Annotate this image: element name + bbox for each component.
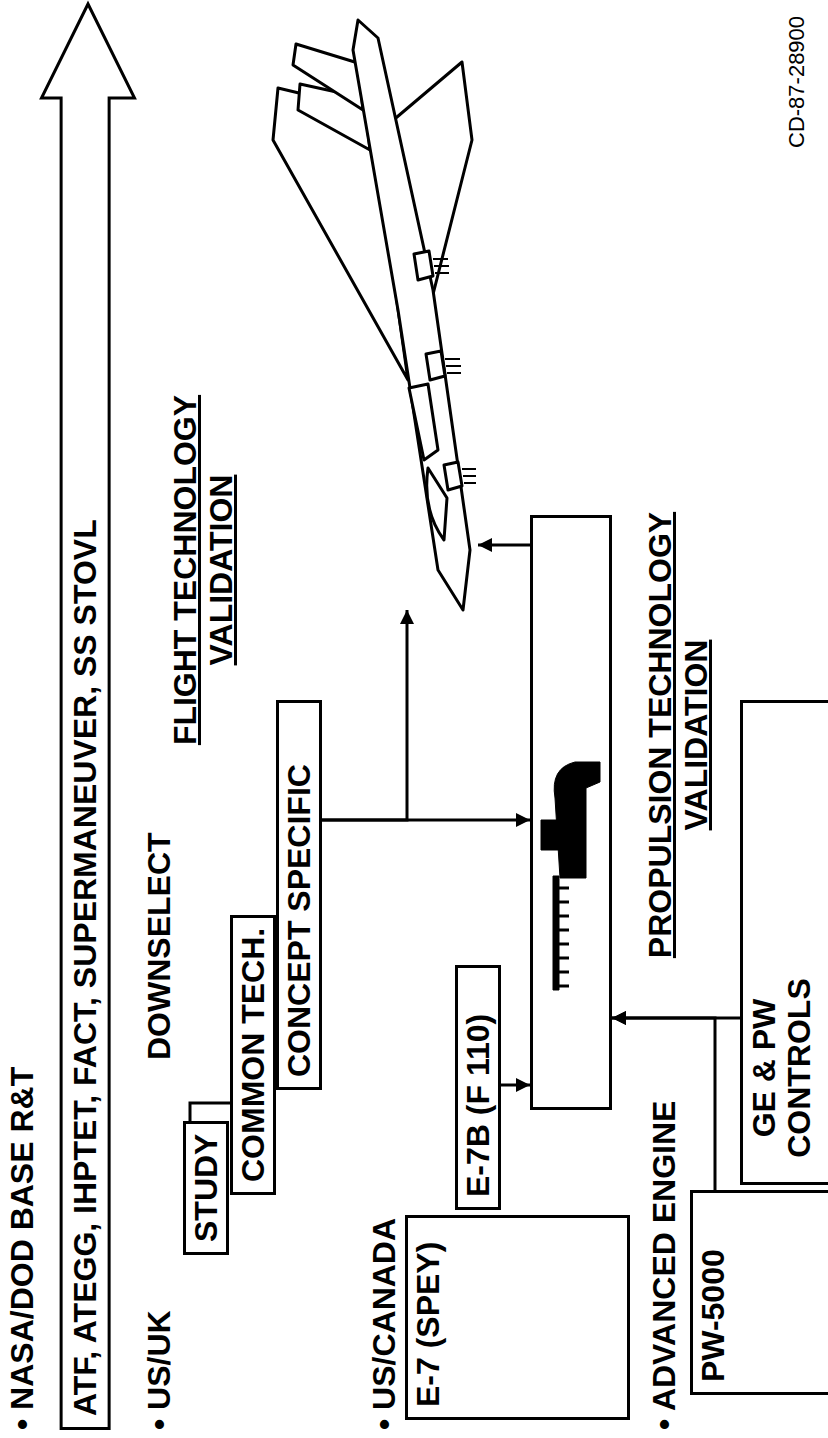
band-text: ATF, ATEGG, IHPTET, FACT, SUPERMANEUVER,… <box>69 519 101 1416</box>
box-label: E-7 (SPEY) <box>412 1242 444 1407</box>
process-box: CONCEPT SPECIFIC <box>276 700 322 1090</box>
fuselage <box>353 20 470 610</box>
engine-body <box>554 762 600 878</box>
propulsion-rig: PROPULSION TECHNOLOGY VALIDATION <box>530 515 612 1110</box>
lift-nozzle <box>444 462 462 490</box>
row-heading: • US/CANADA <box>368 1218 400 1430</box>
box-label: COMMON TECH. <box>237 928 269 1182</box>
engine-nozzle <box>541 820 560 850</box>
section-heading: FLIGHT TECHNOLOGY VALIDATION <box>168 360 240 780</box>
exhaust-lines <box>433 259 476 483</box>
figure-code: CD-87-28900 <box>786 16 808 148</box>
engine-duct <box>553 876 559 990</box>
timeline-arrow: ATF, ATEGG, IHPTET, FACT, SUPERMANEUVER,… <box>40 2 136 1430</box>
program-bar: GE & PW CONTROLS <box>740 700 828 1185</box>
program-bar: PW-5000 <box>690 1190 828 1395</box>
box-label: STUDY <box>190 1134 222 1242</box>
connector <box>612 1017 740 1020</box>
row-heading: • US/UK <box>143 1310 175 1430</box>
box-label: E-7B (F 110) <box>462 1014 494 1197</box>
box-label: GE & PW CONTROLS <box>747 968 817 1168</box>
row-heading: • ADVANCED ENGINE <box>648 1101 680 1430</box>
section-heading: PROPULSION TECHNOLOGY VALIDATION <box>643 485 715 985</box>
process-box: COMMON TECH. <box>230 915 276 1195</box>
program-bar: E-7B (F 110) <box>455 965 501 1210</box>
connector <box>322 610 407 820</box>
lift-nozzle <box>426 351 445 380</box>
engine-silhouette <box>541 762 600 990</box>
row-heading: DOWNSELECT <box>143 832 175 1060</box>
box-label: CONCEPT SPECIFIC <box>283 764 315 1077</box>
box-label: PW-5000 <box>697 1249 729 1382</box>
connector <box>501 1084 530 1087</box>
aircraft <box>273 20 476 610</box>
connector <box>190 1103 230 1121</box>
canopy <box>427 468 447 540</box>
lift-nozzle <box>414 251 433 280</box>
flight-vehicle: FLIGHT TECHNOLOGY VALIDATION <box>258 18 478 610</box>
connector <box>478 544 530 547</box>
row-heading: • NASA/DOD BASE R&T <box>6 1067 38 1430</box>
process-box: STUDY <box>183 1121 229 1255</box>
engine-ticks <box>559 888 569 986</box>
arrow-shape <box>42 4 135 1429</box>
program-bar: E-7 (SPEY) <box>405 1215 630 1420</box>
inlet <box>409 384 438 460</box>
